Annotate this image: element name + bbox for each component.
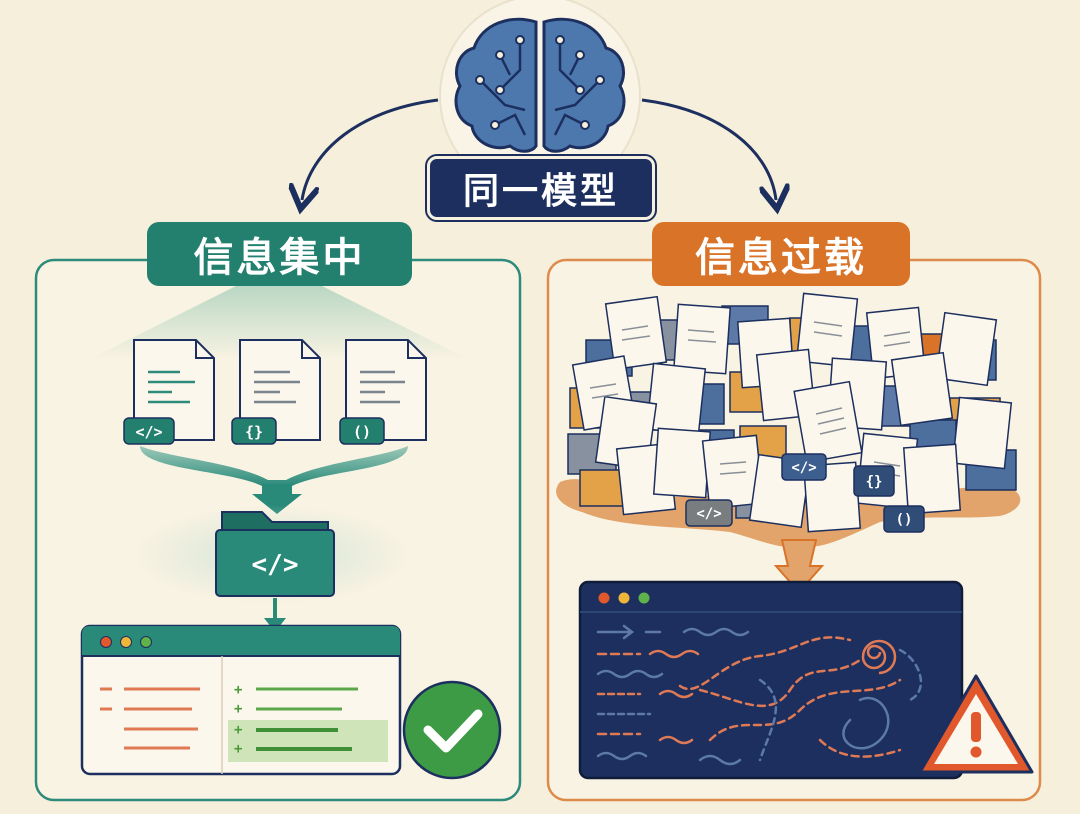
clutter-tag-braces-text: {} bbox=[866, 474, 883, 490]
tag-code-left bbox=[123, 417, 175, 445]
doc-parens bbox=[345, 339, 427, 441]
arrow-to-right bbox=[641, 98, 776, 200]
left-panel-title: 信息集中 bbox=[147, 222, 412, 286]
clutter-tag-parens bbox=[883, 505, 925, 533]
spiral-icon bbox=[861, 639, 897, 675]
svg-text:+: + bbox=[234, 741, 242, 757]
folder-tag-text: </> bbox=[252, 550, 299, 580]
tag-braces-left-text: {} bbox=[245, 423, 263, 441]
center-label: 同一模型 bbox=[427, 156, 655, 220]
right-panel-title: 信息过载 bbox=[652, 222, 910, 286]
tag-code-left-text: </> bbox=[135, 423, 162, 441]
arrow-to-left bbox=[302, 98, 439, 200]
tag-parens-left bbox=[339, 417, 385, 445]
clutter-tag-code-grey bbox=[685, 499, 733, 527]
svg-text:+: + bbox=[234, 722, 242, 738]
overload-arrow bbox=[773, 539, 825, 594]
tag-parens-left-text: () bbox=[353, 423, 371, 441]
clutter-documents bbox=[571, 292, 1013, 533]
clutter-tag-code-grey-text: </> bbox=[696, 506, 721, 522]
checkmark-icon bbox=[402, 680, 502, 780]
tag-braces-left bbox=[231, 417, 277, 445]
chaotic-window bbox=[578, 580, 964, 780]
brain-icon bbox=[454, 17, 626, 153]
svg-text:+: + bbox=[234, 701, 242, 717]
clutter-tag-code bbox=[781, 453, 827, 481]
folder-icon bbox=[215, 511, 335, 597]
funnel bbox=[140, 446, 408, 486]
svg-text:+: + bbox=[234, 682, 242, 698]
clutter-doc-lines bbox=[589, 321, 911, 477]
funnel-arrow bbox=[252, 484, 302, 514]
warning-icon bbox=[918, 674, 1034, 774]
clutter-tag-code-text: </> bbox=[791, 460, 816, 476]
doc-code bbox=[133, 339, 215, 441]
diff-window: + + + + bbox=[80, 624, 402, 776]
clutter-tag-parens-text: () bbox=[896, 512, 913, 528]
clutter-tag-braces bbox=[853, 465, 895, 497]
